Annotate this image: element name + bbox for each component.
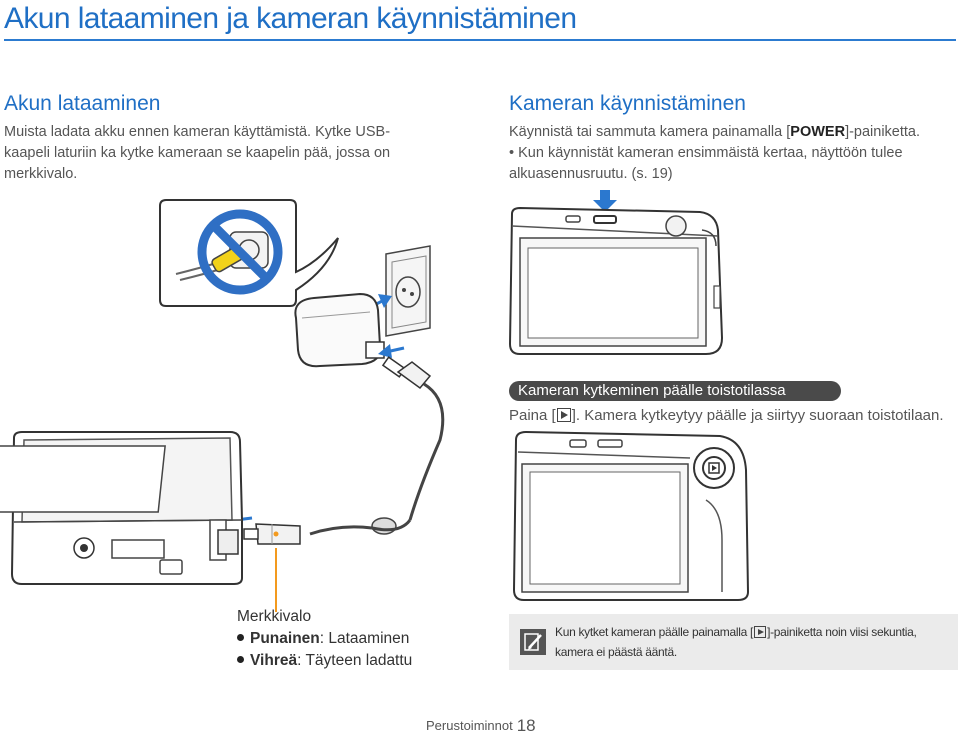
- note-line-2: kamera ei päästä ääntä.: [555, 645, 677, 659]
- usb-cable: [243, 356, 445, 545]
- page-title: Akun lataaminen ja kameran käynnistämine…: [4, 2, 577, 35]
- charge-text: Muista ladata akku ennen kameran käyttäm…: [4, 122, 424, 185]
- legend-green: Vihreä: Täyteen ladattu: [237, 650, 467, 672]
- charge-line-1: Muista ladata akku ennen kameran käyttäm…: [4, 124, 391, 140]
- charge-line-2: kaapeli laturiin ka kytke kameraan se ka…: [4, 145, 391, 161]
- legend-red-desc: : Lataaminen: [319, 630, 410, 647]
- prohibited-callout: [159, 199, 339, 307]
- page-number: 18: [516, 716, 536, 734]
- start-line-3: alkuasennusruutu. (s. 19): [509, 166, 673, 182]
- note-line-1-b: ]-painiketta noin viisi sekuntia,: [767, 625, 917, 639]
- start-line-1-b: ]-painiketta.: [845, 124, 921, 140]
- legend-red-label: Punainen: [250, 630, 320, 647]
- arrow-to-charger: [378, 344, 405, 358]
- camera-bottom: [0, 431, 243, 585]
- wall-socket: [385, 245, 431, 337]
- note-line-1: Kun kytket kameran päälle painamalla [ ]-…: [555, 622, 953, 642]
- start-text: Käynnistä tai sammuta kamera painamalla …: [509, 122, 954, 185]
- legend-red: Punainen: Lataaminen: [237, 628, 467, 650]
- start-line-1: Käynnistä tai sammuta kamera painamalla …: [509, 122, 954, 143]
- legend-green-desc: : Täyteen ladattu: [297, 652, 413, 669]
- start-heading: Kameran käynnistäminen: [509, 92, 746, 115]
- bullet-dot: [237, 656, 244, 663]
- start-line-1-a: Käynnistä tai sammuta kamera painamalla …: [509, 124, 791, 140]
- arrow-down-icon: [593, 190, 617, 212]
- playback-heading-pill: Kameran kytkeminen päälle toistotilassa: [509, 381, 841, 401]
- playback-text: Paina [ ]. Kamera kytkeytyy päälle ja sii…: [509, 405, 959, 426]
- bullet-dot: [237, 634, 244, 641]
- note-box: Kun kytket kameran päälle painamalla [ ]-…: [509, 614, 958, 670]
- title-divider: [4, 39, 956, 41]
- legend-title: Merkkivalo: [237, 608, 312, 625]
- start-line-2-text: Kun käynnistät kameran ensimmäistä kerta…: [518, 145, 903, 161]
- power-key-label: POWER: [790, 124, 846, 140]
- bullet: •: [509, 145, 515, 161]
- camera-top: [508, 190, 724, 355]
- note-text: Kun kytket kameran päälle painamalla [ ]-…: [555, 622, 953, 662]
- footer-section: Perustoiminnot: [426, 718, 513, 733]
- playback-icon: [754, 626, 767, 638]
- camera-playback: [512, 430, 750, 601]
- playback-text-a: Paina [: [509, 407, 556, 424]
- legend-green-label: Vihreä: [250, 652, 298, 669]
- note-pencil-icon: [520, 629, 546, 655]
- led-indicator-line: [275, 548, 277, 612]
- charge-heading: Akun lataaminen: [4, 92, 161, 115]
- note-line-1-a: Kun kytket kameran päälle painamalla [: [555, 625, 754, 639]
- playback-icon: [556, 408, 571, 422]
- playback-text-b: ]. Kamera kytkeytyy päälle ja siirtyy su…: [571, 407, 944, 424]
- prohibited-icon: [197, 209, 283, 295]
- charger: [294, 292, 385, 368]
- led-legend: Merkkivalo Punainen: Lataaminen Vihreä: …: [237, 606, 467, 672]
- charge-line-3: merkkivalo.: [4, 166, 78, 182]
- start-line-2: • Kun käynnistät kameran ensimmäistä ker…: [509, 143, 954, 164]
